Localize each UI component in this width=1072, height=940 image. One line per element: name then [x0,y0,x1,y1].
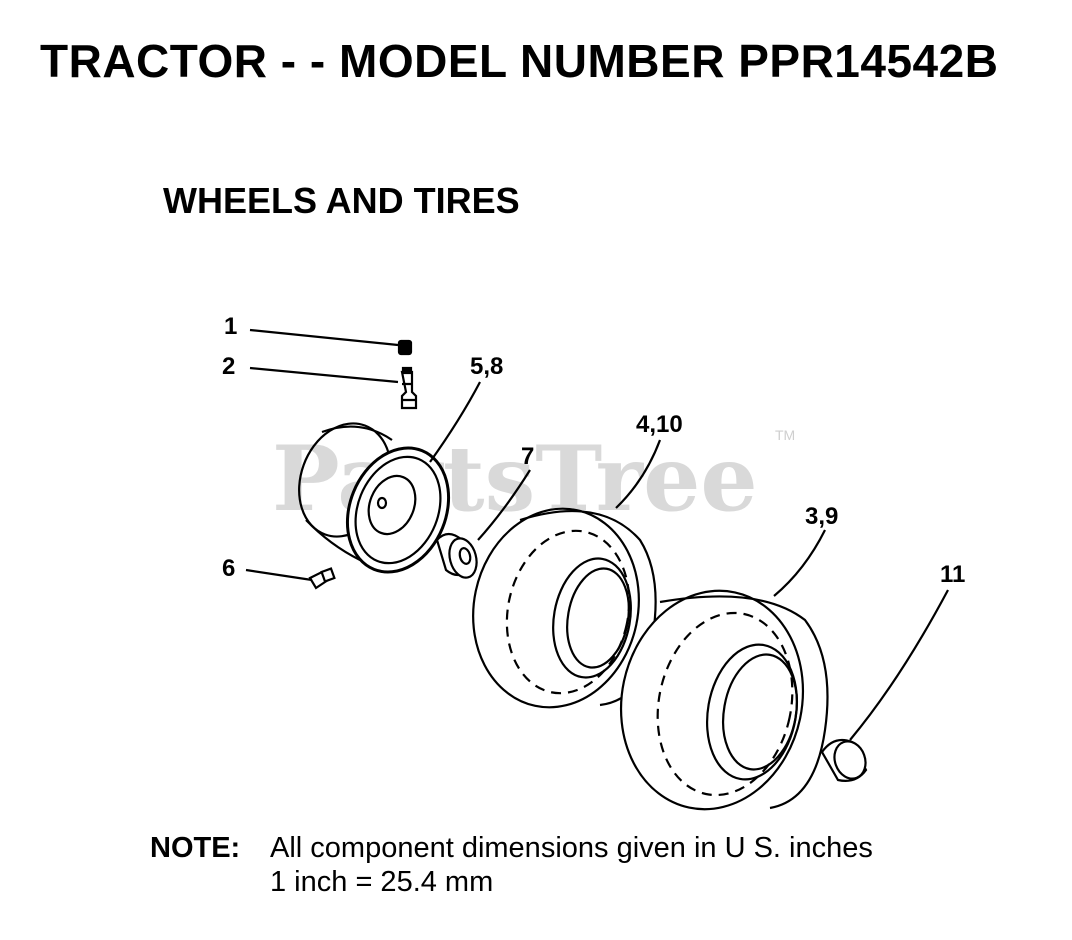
callout-6: 6 [222,555,235,582]
note-label: NOTE: [150,832,241,864]
section-title: WHEELS AND TIRES [163,180,520,221]
page-title: TRACTOR - - MODEL NUMBER PPR14542B [40,35,999,87]
valve-stem-part[interactable] [400,366,418,410]
callout-2: 2 [222,353,235,380]
watermark-text: PartsTree [272,426,758,532]
valve-cap-part[interactable] [397,339,413,356]
rear-tire-part[interactable] [601,574,829,827]
leader-line-6 [245,568,313,582]
leader-line-3-9 [773,529,826,597]
note-line-2: 1 inch = 25.4 mm [270,866,494,898]
callout-7: 7 [521,443,534,470]
leader-line-2 [249,366,399,384]
leader-line-7 [477,469,531,541]
callout-11: 11 [940,561,965,588]
leader-line-4-10 [615,439,662,509]
leader-line-1 [249,328,399,347]
leader-line-11 [849,589,949,741]
watermark-trademark: TM [775,427,795,443]
lug-bolt-part[interactable] [308,567,336,590]
callout-4-10: 4,10 [636,411,683,438]
callout-3-9: 3,9 [805,503,838,530]
note-text: All component dimensions given in U S. i… [270,832,873,864]
callout-1: 1 [224,313,237,340]
bushing-part[interactable] [435,532,481,581]
hub-cap-part[interactable] [820,737,871,783]
note-line-1: NOTE: All component dimensions given in U… [150,832,873,865]
callout-5-8: 5,8 [470,353,503,380]
leader-line-5-8 [429,381,481,463]
wheel-rim-part[interactable] [284,410,467,587]
